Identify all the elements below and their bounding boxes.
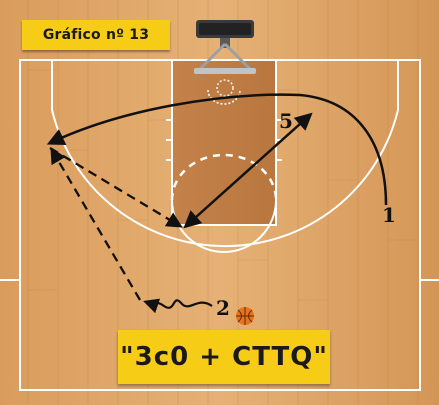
- basket-icon: [194, 20, 256, 97]
- play-name-label: "3c0 + CTTQ": [118, 330, 330, 384]
- player-label-2: 2: [216, 296, 230, 320]
- dribble-path-player-2: [143, 298, 213, 314]
- ball-icon: [236, 307, 254, 325]
- diagram-title: Gráfico nº 13: [22, 20, 170, 50]
- three-point-line: [51, 60, 399, 248]
- pass-corner-to-block: [49, 147, 183, 228]
- screen-path-player-5: [183, 112, 313, 229]
- paint-area: [171, 59, 277, 226]
- player-label-5: 5: [279, 109, 293, 133]
- player-label-1: 1: [382, 203, 396, 227]
- cut-path-player-1: [46, 93, 388, 206]
